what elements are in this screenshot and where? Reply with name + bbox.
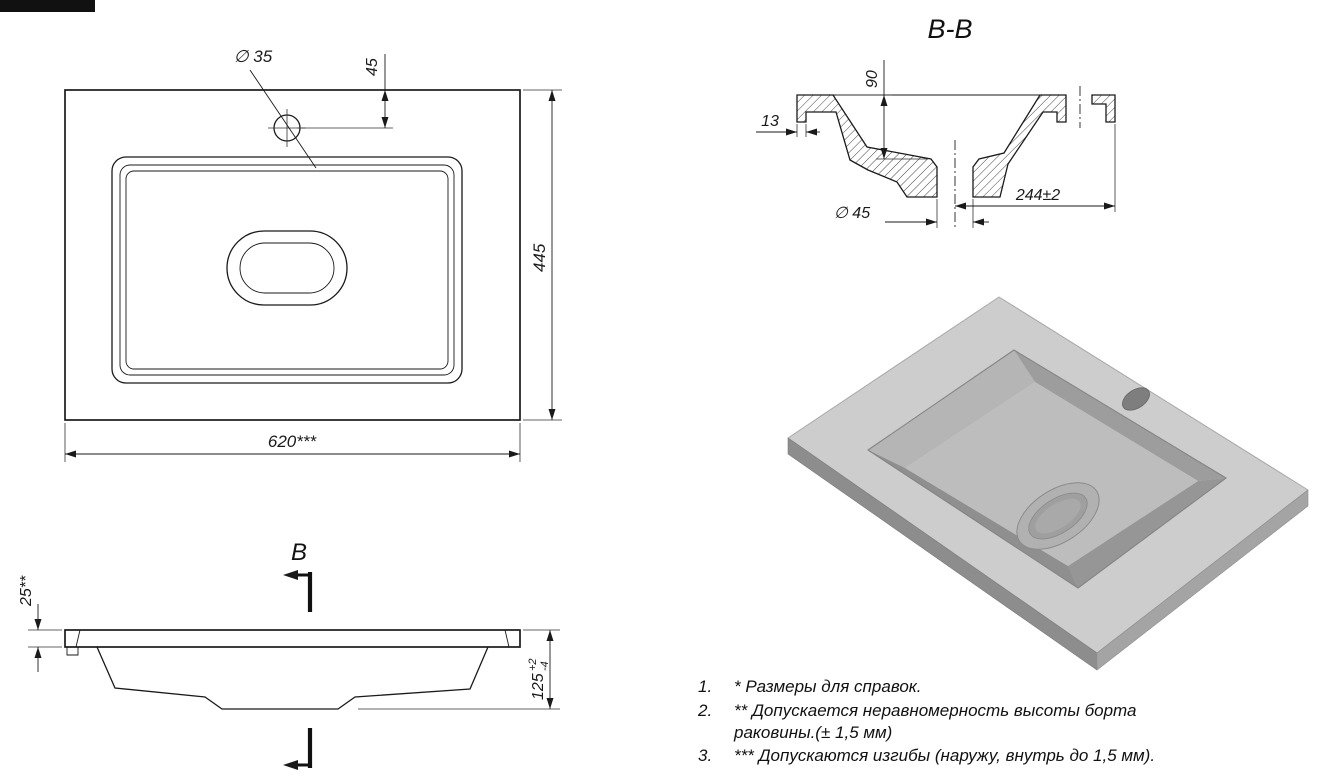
note-3-number: 3. bbox=[698, 746, 713, 766]
note-1: 1. * Размеры для справок. bbox=[698, 676, 1298, 698]
dim-depth-tol-lower: -4 bbox=[539, 661, 551, 671]
section-letter-bottom: В bbox=[291, 773, 307, 776]
rim-bevel-right bbox=[504, 629, 510, 648]
frame-fragment bbox=[0, 0, 95, 12]
dim-hole-diameter: ∅ 35 bbox=[234, 47, 317, 169]
dim-center-to-edge-label: 244±2 bbox=[1015, 187, 1060, 204]
rim-drip-edge bbox=[66, 647, 79, 656]
iso-drain bbox=[1016, 482, 1100, 550]
dim-center-to-edge: 244±2 bbox=[955, 124, 1116, 212]
dim-depth-label: 125 bbox=[530, 673, 547, 700]
iso-basin-floor bbox=[905, 382, 1198, 566]
section-title: В-В bbox=[927, 14, 972, 44]
dim-height-445: 445 bbox=[523, 89, 562, 421]
dim-depth-90: 90 bbox=[836, 60, 928, 160]
note-3: 3. *** Допускаются изгибы (наружу, внутр… bbox=[698, 745, 1298, 767]
dim-hole-offset: 45 bbox=[297, 54, 393, 129]
sink-outer-edge bbox=[64, 89, 521, 421]
side-view: 25** 125 +2 -4 В bbox=[18, 539, 560, 776]
dim-rim-height-label: 25** bbox=[18, 575, 35, 607]
isometric-view bbox=[787, 296, 1309, 671]
leader-line bbox=[249, 69, 317, 169]
note-1-number: 1. bbox=[698, 677, 713, 696]
iso-basin-wall-far-left bbox=[868, 350, 1035, 468]
section-outer-rim-piece bbox=[1091, 94, 1116, 123]
basin-profile bbox=[96, 646, 489, 710]
iso-basin-rim-edge bbox=[867, 349, 1227, 589]
dim-flange-label: 13 bbox=[761, 113, 779, 130]
dim-90-label: 90 bbox=[864, 70, 881, 88]
dim-width-620: 620*** bbox=[64, 423, 521, 462]
section-letter-top: В bbox=[291, 539, 307, 566]
section-left-wall bbox=[796, 94, 938, 198]
basin-rim-outer bbox=[111, 156, 463, 384]
section-mark-bottom: В bbox=[283, 728, 313, 776]
dim-depth-125: 125 +2 -4 bbox=[358, 629, 560, 710]
dim-drain-diameter-label: ∅ 45 bbox=[834, 205, 870, 222]
drain-recess-inner bbox=[239, 242, 335, 294]
rim-bevel-left bbox=[75, 629, 81, 648]
dim-rim-height-25: 25** bbox=[18, 575, 62, 672]
plan-view: ∅ 35 45 445 bbox=[64, 47, 562, 462]
iso-front-right-edge bbox=[1096, 489, 1309, 671]
dim-flange-13: 13 bbox=[756, 113, 820, 137]
dim-height-label: 445 bbox=[530, 243, 549, 272]
note-2-text: ** Допускается неравномерность высоты бо… bbox=[734, 700, 1137, 742]
note-3-text: *** Допускаются изгибы (наружу, внутрь д… bbox=[734, 746, 1156, 766]
dim-depth-tol-upper: +2 bbox=[527, 658, 539, 671]
rim-slab bbox=[64, 629, 521, 648]
section-view: В-В 13 bbox=[756, 14, 1116, 228]
note-1-text: * Размеры для справок. bbox=[734, 677, 922, 696]
section-right-wall bbox=[972, 94, 1067, 198]
note-2: 2. ** Допускается неравномерность высоты… bbox=[698, 700, 1298, 744]
note-2-number: 2. bbox=[698, 700, 713, 720]
basin-slope-edge bbox=[125, 170, 449, 370]
dim-drain-diameter: ∅ 45 bbox=[834, 199, 989, 228]
iso-faucet-hole bbox=[1121, 387, 1151, 411]
dim-width-label: 620*** bbox=[268, 432, 318, 451]
dim-hole-diameter-label: ∅ 35 bbox=[234, 47, 273, 66]
notes-block: 1. * Размеры для справок. 2. ** Допускае… bbox=[698, 676, 1298, 769]
section-mark-top: В bbox=[283, 539, 313, 612]
dim-hole-offset-label: 45 bbox=[364, 58, 381, 76]
iso-basin-wall-far-right bbox=[1014, 350, 1226, 481]
iso-basin-wall-near-right bbox=[1068, 478, 1226, 588]
drain-recess-outer bbox=[226, 230, 348, 306]
basin-rim-inner bbox=[119, 164, 455, 376]
